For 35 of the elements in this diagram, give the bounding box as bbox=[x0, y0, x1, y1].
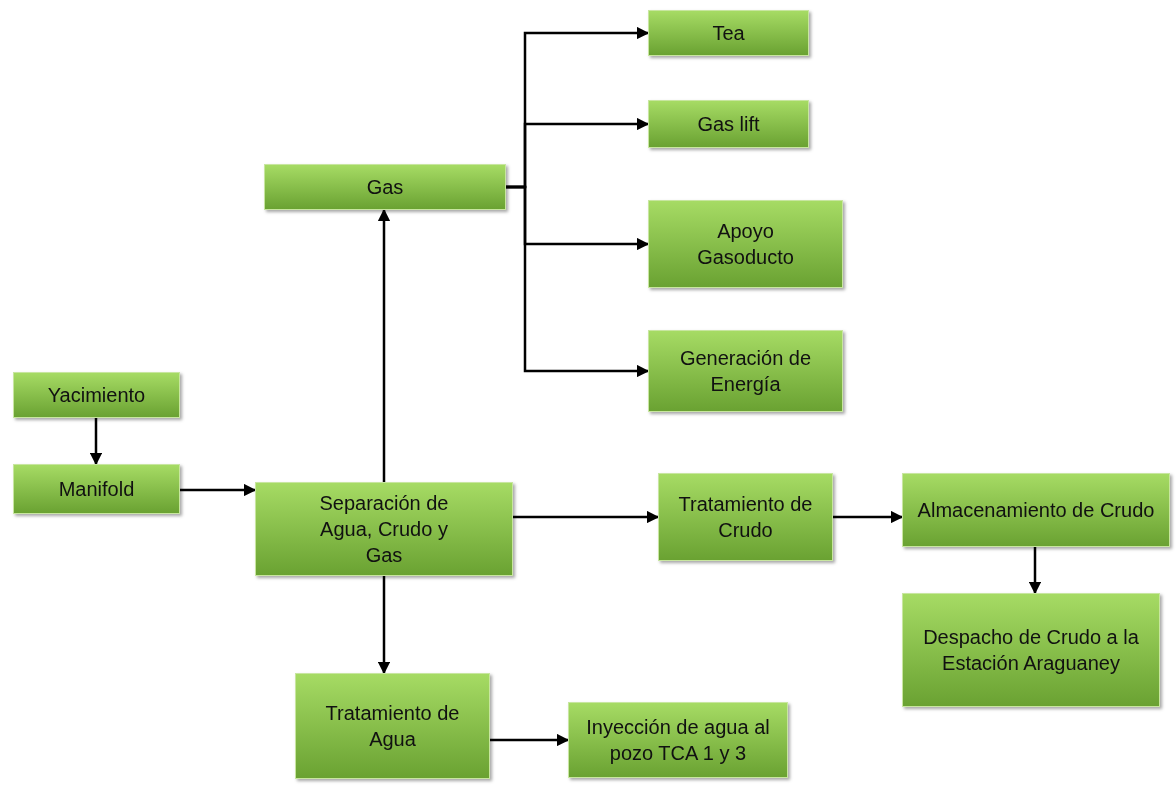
process-box bbox=[13, 372, 180, 418]
process-box bbox=[648, 200, 843, 288]
arrow bbox=[89, 418, 103, 466]
process-box bbox=[902, 473, 1170, 547]
process-box bbox=[648, 100, 809, 148]
process-box bbox=[295, 673, 490, 779]
box-label: Apoyo Gasoducto bbox=[696, 219, 795, 270]
process-box bbox=[264, 164, 506, 210]
box-label: Gas bbox=[366, 175, 404, 200]
arrow bbox=[506, 185, 650, 378]
arrow bbox=[833, 510, 904, 524]
process-box bbox=[648, 10, 809, 56]
arrow bbox=[377, 208, 391, 482]
arrow bbox=[180, 483, 257, 497]
box-label: Almacenamiento de Crudo bbox=[917, 498, 1155, 523]
box-label: Inyección de agua al pozo TCA 1 y 3 bbox=[585, 715, 771, 766]
box-label: Gas lift bbox=[697, 112, 760, 137]
box-label: Yacimiento bbox=[47, 383, 146, 408]
box-label: Separación de Agua, Crudo y Gas bbox=[318, 491, 450, 568]
arrow bbox=[377, 576, 391, 675]
arrow bbox=[513, 510, 660, 524]
box-label: Manifold bbox=[58, 477, 135, 502]
process-box bbox=[658, 473, 833, 561]
box-label: Tea bbox=[712, 21, 745, 46]
box-label: Despacho de Crudo a la Estación Araguaney bbox=[922, 625, 1140, 676]
arrow bbox=[1028, 547, 1042, 595]
process-box bbox=[255, 482, 513, 576]
box-label: Tratamiento de Agua bbox=[324, 701, 461, 752]
process-box bbox=[648, 330, 843, 412]
process-box bbox=[568, 702, 788, 778]
box-label: Tratamiento de Crudo bbox=[677, 492, 814, 543]
arrow bbox=[490, 733, 570, 747]
box-label: Generación de Energía bbox=[678, 346, 813, 397]
process-box bbox=[902, 593, 1160, 707]
process-box bbox=[13, 464, 180, 514]
